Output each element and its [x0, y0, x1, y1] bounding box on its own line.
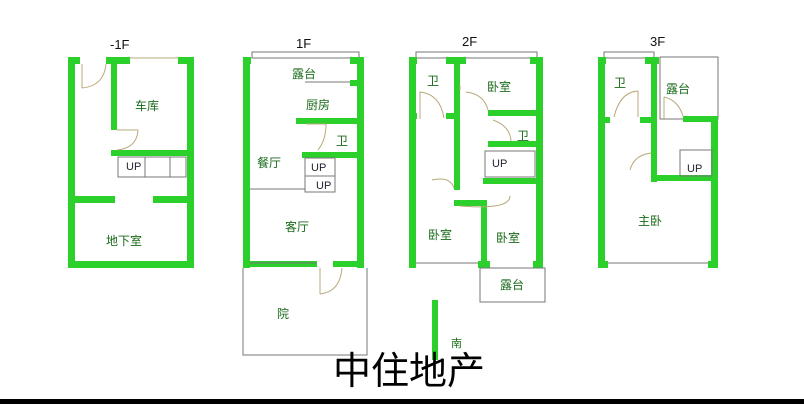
compass: 南 — [432, 300, 462, 360]
floor-3: 3F 卫 露台 主卧 UP — [598, 34, 719, 268]
bottom-divider — [0, 399, 804, 404]
room-living: 客厅 — [285, 219, 309, 234]
room-garage: 车库 — [135, 98, 159, 113]
floor-1: 1F 露台 厨房 卫 餐厅 客厅 院 UP UP — [242, 36, 368, 356]
stairs-up: UP — [311, 162, 326, 174]
room-master-bedroom: 主卧 — [638, 214, 662, 228]
room-terrace: 露台 — [666, 81, 690, 96]
room-bedroom: 卧室 — [496, 230, 520, 245]
room-terrace: 露台 — [500, 277, 524, 292]
room-basement: 地下室 — [106, 233, 142, 248]
floor-label: 1F — [296, 36, 311, 51]
room-bathroom: 卫 — [427, 74, 439, 88]
room-terrace: 露台 — [292, 66, 316, 81]
room-bathroom: 卫 — [614, 76, 626, 90]
room-dining: 餐厅 — [257, 155, 281, 170]
room-yard: 院 — [277, 307, 289, 321]
stairs-up: UP — [316, 180, 331, 192]
room-bedroom: 卧室 — [428, 227, 452, 242]
stairs-up: UP — [492, 158, 507, 170]
floor-b1: -1F 车库 地下室 UP — [68, 37, 194, 268]
compass-label: 南 — [451, 337, 462, 350]
room-kitchen: 厨房 — [306, 97, 330, 112]
room-bathroom: 卫 — [336, 134, 348, 148]
floor-label: 3F — [650, 34, 665, 49]
compass-arrow-icon — [432, 300, 438, 360]
floor-label: -1F — [110, 37, 130, 52]
stairs-up: UP — [126, 161, 141, 173]
watermark-title: 中住地产 — [333, 349, 485, 393]
room-bathroom: 卫 — [517, 129, 529, 143]
floor-label: 2F — [462, 34, 477, 49]
floor-2: 2F 卫 卧室 卫 卧室 卧室 露台 UP — [409, 34, 546, 303]
room-bedroom: 卧室 — [487, 79, 511, 94]
stairs-up: UP — [687, 163, 702, 175]
